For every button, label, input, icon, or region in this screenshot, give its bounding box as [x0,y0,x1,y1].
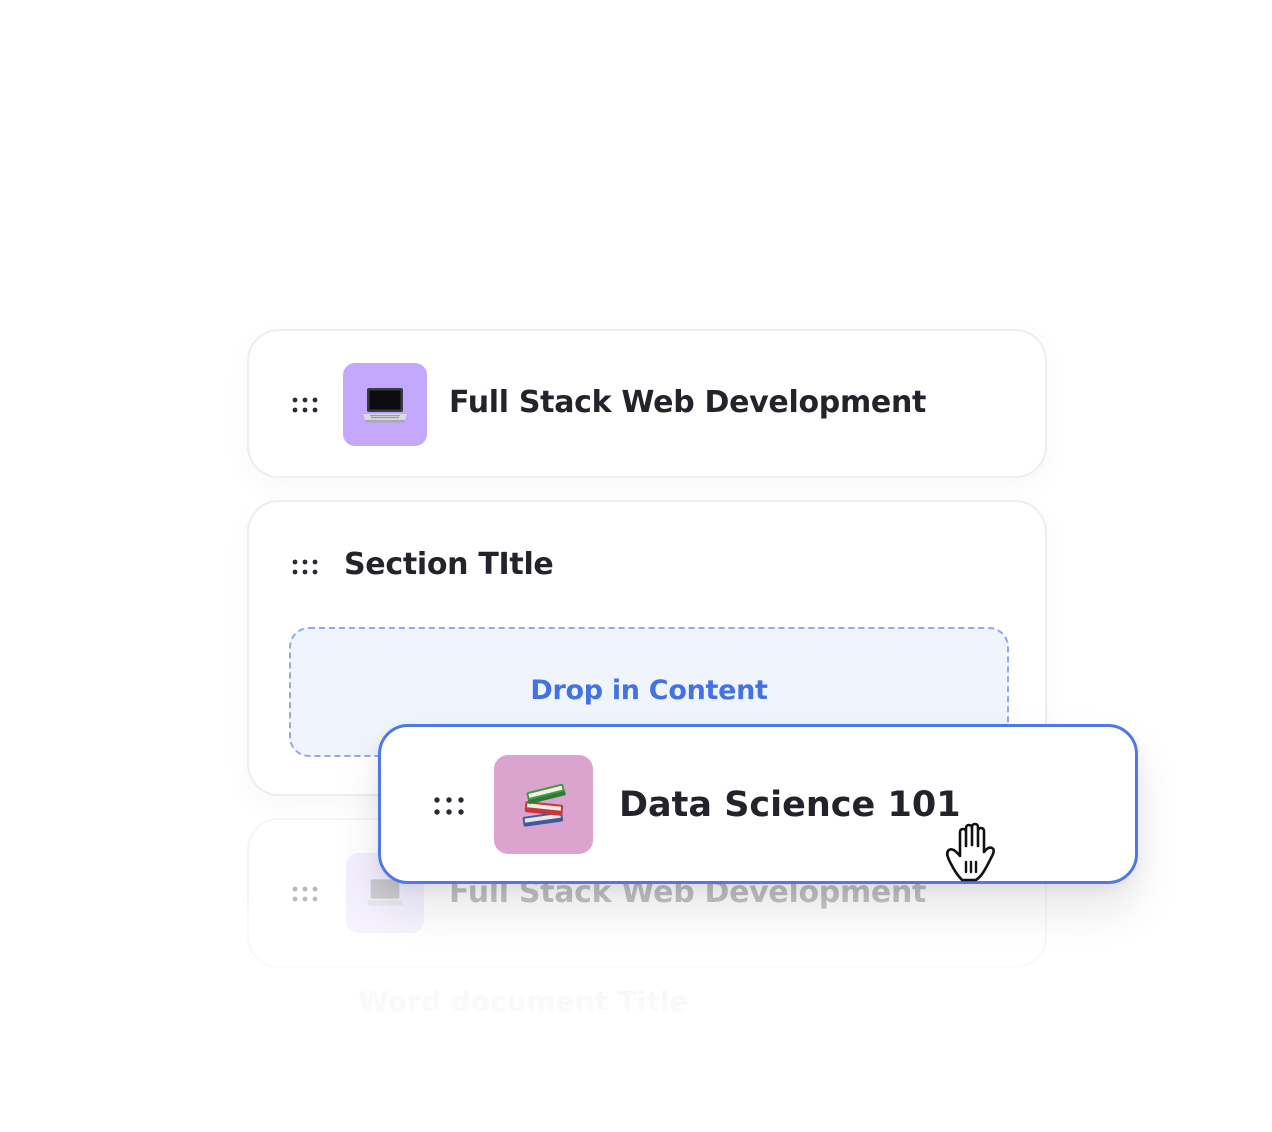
section-title[interactable]: Section TItle [344,547,554,582]
lesson-icon-tile [494,755,593,854]
drag-handle-icon[interactable] [433,796,464,815]
drag-handle-icon[interactable] [291,558,319,576]
lesson-title: Full Stack Web Development [449,385,927,420]
grab-hand-cursor-icon [938,818,1010,890]
laptop-icon [363,387,407,422]
drag-handle-icon[interactable] [291,396,319,414]
dragged-lesson-card[interactable]: Data Science 101 [378,724,1138,884]
drag-handle-icon [291,885,319,903]
dropzone-label: Drop in Content [530,675,768,706]
books-icon [522,783,566,827]
lesson-item-card[interactable]: Full Stack Web Development [247,329,1047,478]
document-title-ghost: Word document Title [358,985,689,1018]
lesson-icon-tile [343,363,427,446]
dragged-lesson-title: Data Science 101 [619,785,961,825]
